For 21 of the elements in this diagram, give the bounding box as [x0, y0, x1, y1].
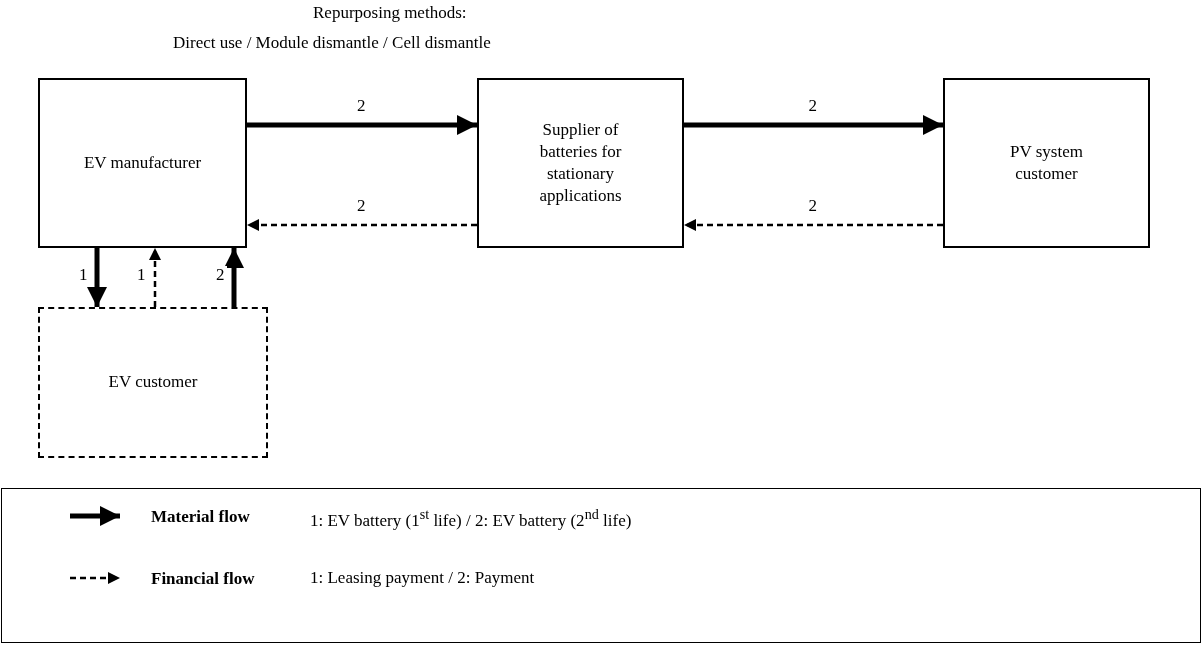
dashed-box — [38, 307, 268, 458]
process-box — [943, 78, 1150, 248]
process-box — [477, 78, 684, 248]
note: Repurposing methods: — [313, 3, 467, 23]
node-label: EV manufacturer — [83, 151, 202, 174]
dashed-arrow — [684, 219, 943, 231]
node-label: PV system customer — [1009, 140, 1084, 185]
dashed-arrow — [247, 219, 477, 231]
note: Direct use / Module dismantle / Cell dismantle — [173, 33, 491, 53]
arrow — [224, 248, 244, 307]
arrow — [247, 115, 477, 135]
legend-label: Material flow — [151, 507, 250, 527]
legend-description: 1: EV battery (1$^{st}$ life) / 2: EV battery (2$^{nd}$ life) — [310, 506, 632, 531]
node-label: EV customer — [108, 371, 198, 394]
legend-description: 1: Leasing payment / 2: Payment — [310, 568, 535, 588]
arrow — [87, 248, 107, 307]
process-box — [38, 78, 247, 248]
legend-label: Financial flow — [151, 569, 255, 589]
arrow — [684, 115, 943, 135]
node-label: Supplier of batteries for stationary applications — [538, 118, 623, 208]
dashed-arrow — [149, 248, 161, 307]
